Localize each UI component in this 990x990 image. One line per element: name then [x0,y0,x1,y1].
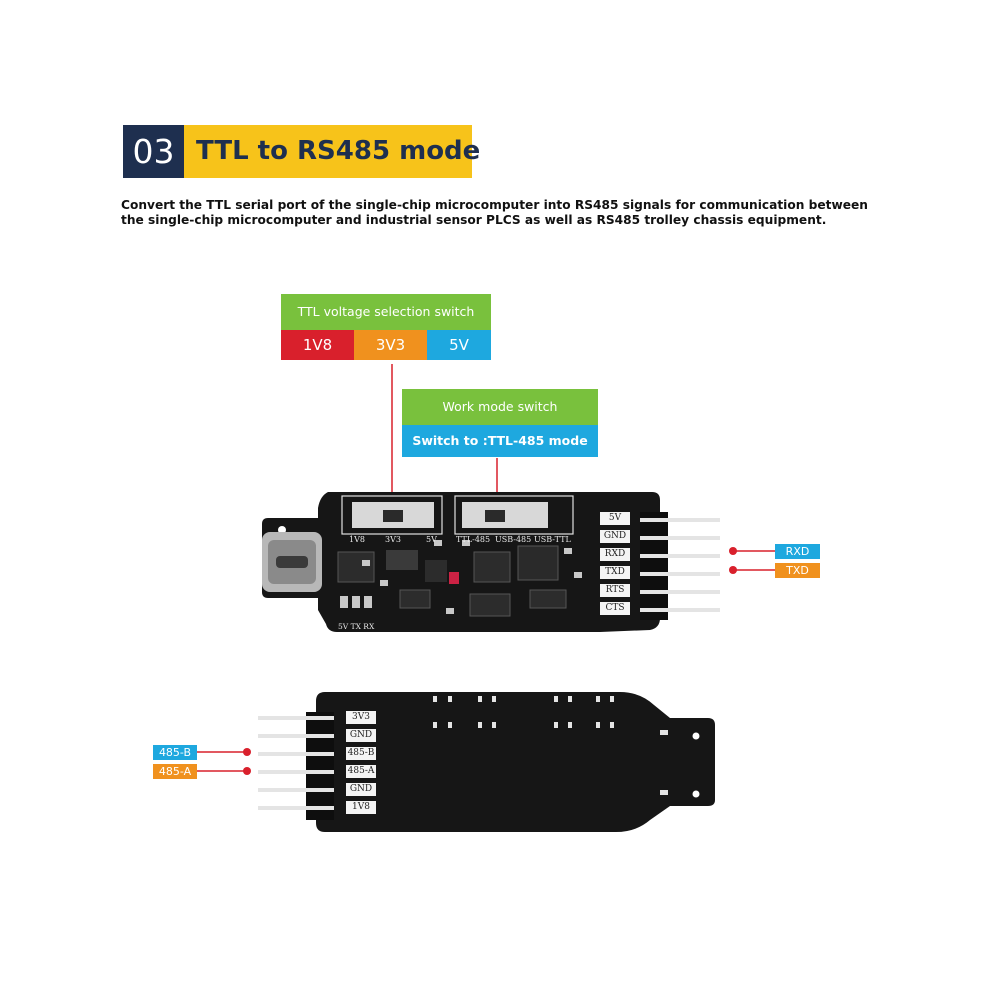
pin-label-485a: 485-A [346,765,376,778]
bottom-pin-header [258,712,334,820]
pin-label-rxd: RXD [600,548,630,561]
voltage-switch-knob [383,510,403,522]
pin-label-3v3: 3V3 [346,711,376,724]
top-pin-header [640,512,720,620]
485b-tag: 485-B [153,745,197,760]
pin-label-rts: RTS [600,584,630,597]
switch1-label-5v: 5V [426,535,437,544]
switch2-label-usb485: USB-485 [495,535,532,544]
section-description: Convert the TTL serial port of the singl… [121,198,868,227]
top-board [262,492,720,632]
rxd-dot [729,547,737,555]
rxd-tag: RXD [775,544,820,559]
pin-label-gnd-1: GND [346,729,376,742]
switch1-label-1v8: 1V8 [349,535,365,544]
pin-label-gnd-2: GND [346,783,376,796]
txd-dot [729,566,737,574]
ttl-voltage-title: TTL voltage selection switch [281,294,491,330]
485b-dot [243,748,251,756]
status-led [449,572,459,584]
txd-tag: TXD [775,563,820,578]
work-mode-title: Work mode switch [402,389,598,425]
ttl-voltage-callout: TTL voltage selection switch 1V8 3V3 5V [281,294,491,364]
section-title: TTL to RS485 mode [184,125,480,178]
work-mode-subtitle: Switch to :TTL-485 mode [402,425,598,457]
switch2-label-usbttl: USB-TTL [534,535,571,544]
485a-dot [243,767,251,775]
voltage-option-5v: 5V [427,330,491,360]
voltage-option-1v8: 1V8 [281,330,354,360]
pin-label-5v: 5V [600,512,630,525]
pin-label-gnd: GND [600,530,630,543]
mode-switch-knob [485,510,505,522]
switch2-label-ttl485: TTL-485 [456,535,491,544]
pin-label-txd: TXD [600,566,630,579]
switch1-label-3v3: 3V3 [385,535,401,544]
voltage-option-3v3: 3V3 [354,330,427,360]
section-number: 03 [123,125,184,178]
work-mode-callout: Work mode switch Switch to :TTL-485 mode [402,389,598,459]
485a-tag: 485-A [153,764,197,779]
bottom-board [258,692,715,832]
pin-label-1v8: 1V8 [346,801,376,814]
pin-label-cts: CTS [600,602,630,615]
led-label: 5V TX RX [338,622,375,631]
pin-label-485b: 485-B [346,747,376,760]
